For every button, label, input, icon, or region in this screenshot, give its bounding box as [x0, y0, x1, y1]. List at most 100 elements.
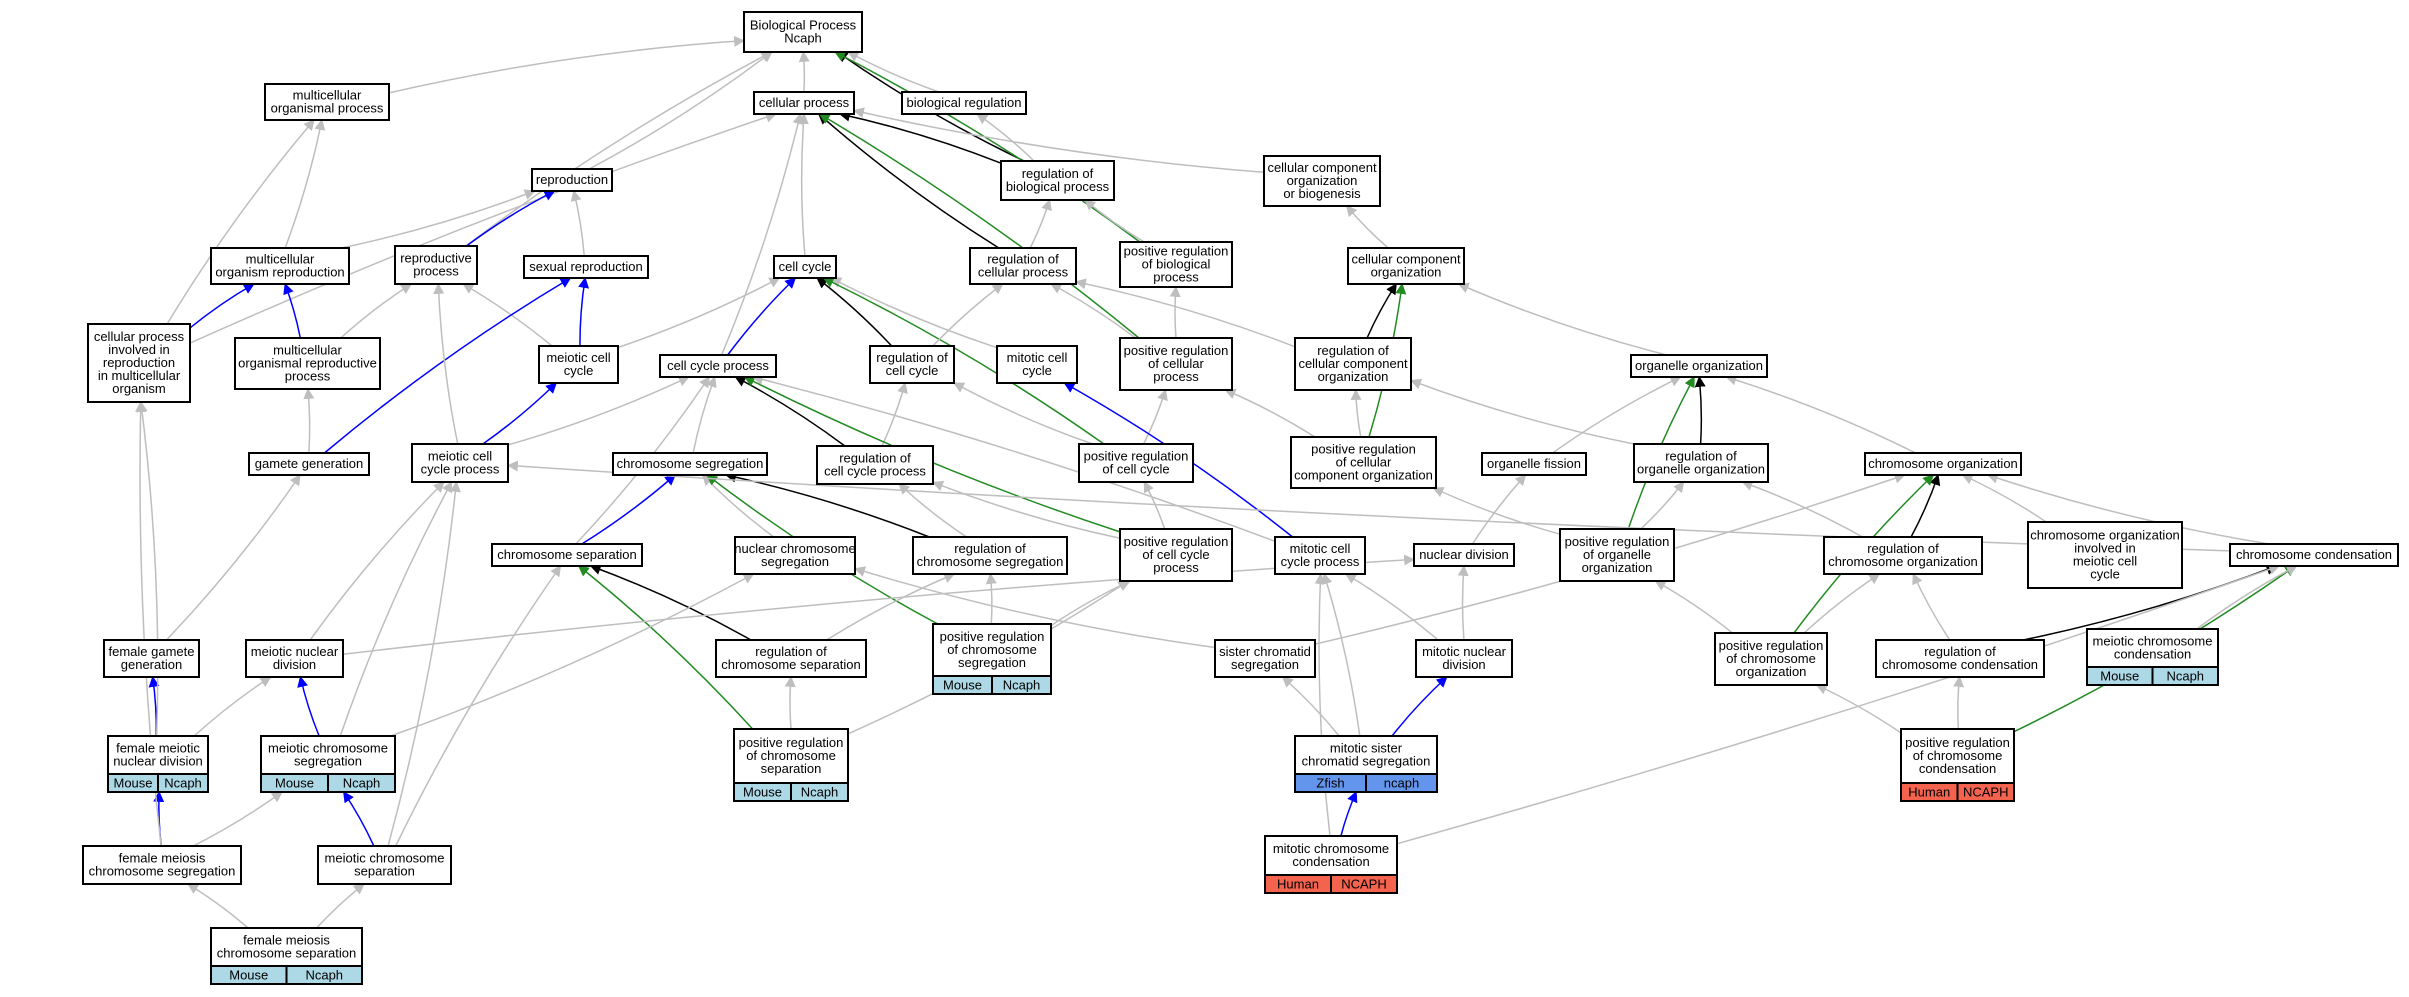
go-term-node-gg[interactable]: gamete generation: [248, 452, 370, 476]
go-term-node-cp[interactable]: cellular process: [753, 91, 855, 115]
go-term-node-nucdiv[interactable]: nuclear division: [1413, 543, 1515, 567]
go-term-node-corg[interactable]: chromosome organization: [1864, 452, 2022, 476]
node-label-line: sister chromatid: [1219, 644, 1311, 659]
node-box: [248, 452, 370, 476]
go-term-node-ofis[interactable]: organelle fission: [1481, 452, 1587, 476]
species-tag-cell: [991, 675, 1052, 695]
edge-prccorg-to-prcp: [1224, 388, 1316, 438]
node-label-line: or biogenesis: [1283, 186, 1361, 201]
node-box: [491, 543, 643, 567]
edge-prcp-to-prbp: [1169, 285, 1181, 339]
go-term-node-sexr[interactable]: sexual reproduction: [523, 255, 649, 279]
edge-rccond-to-rcorg: [1912, 572, 1951, 641]
edge-ccp-to-cc: [727, 277, 797, 356]
node-box: [234, 337, 381, 390]
go-term-node-oorg[interactable]: organelle organization: [1630, 354, 1768, 378]
go-term-node-ccond[interactable]: chromosome condensation: [2229, 543, 2399, 567]
edge-prcc-to-prcp: [1143, 388, 1168, 445]
edge-prcorg-to-rcorg: [1803, 573, 1881, 634]
edge-csep-to-cseg: [581, 474, 676, 545]
node-label-line: Ncaph: [784, 31, 822, 46]
go-term-node-cc[interactable]: cell cycle: [773, 255, 837, 279]
node-box: [734, 536, 856, 575]
node-label-line: in multicellular: [98, 368, 181, 383]
node-box: [1630, 354, 1768, 378]
node-label-line: mitotic nuclear: [1422, 644, 1506, 659]
go-term-node-breg[interactable]: biological regulation: [901, 91, 1027, 115]
node-box: [2229, 543, 2399, 567]
go-term-node-cseg[interactable]: chromosome segregation: [612, 452, 768, 476]
edge-ofis-to-oorg: [1552, 376, 1682, 454]
node-label-line: regulation of: [755, 644, 827, 659]
edge-prcp-to-cp: [818, 113, 1140, 339]
node-label-line: mitotic cell: [1290, 541, 1351, 556]
edge-proo-to-prccorg: [1432, 487, 1561, 535]
node-label-line: meiotic nuclear: [251, 644, 339, 659]
edge-repro-to-bp: [588, 51, 773, 170]
node-label-line: generation: [121, 657, 182, 672]
go-term-node-csep[interactable]: chromosome separation: [491, 543, 643, 567]
node-label-line: of chromosome: [1726, 651, 1816, 666]
go-term-node-repro[interactable]: reproduction: [531, 168, 613, 192]
node-label-line: cell cycle: [779, 259, 832, 274]
edge-mcc-to-rp: [462, 283, 553, 347]
node-label-line: segregation: [294, 754, 362, 769]
go-term-node-ccp[interactable]: cell cycle process: [659, 354, 777, 378]
node-label-line: biological regulation: [907, 95, 1022, 110]
edge-fmcsep-to-mcsep: [316, 883, 365, 929]
node-label-line: gamete generation: [255, 456, 363, 471]
edge-rp-to-repro: [465, 190, 556, 247]
node-label-line: chromosome condensation: [1882, 657, 2038, 672]
node-box: [969, 247, 1077, 285]
species-tag-label: Zfish: [1316, 776, 1344, 791]
node-box: [317, 845, 452, 885]
